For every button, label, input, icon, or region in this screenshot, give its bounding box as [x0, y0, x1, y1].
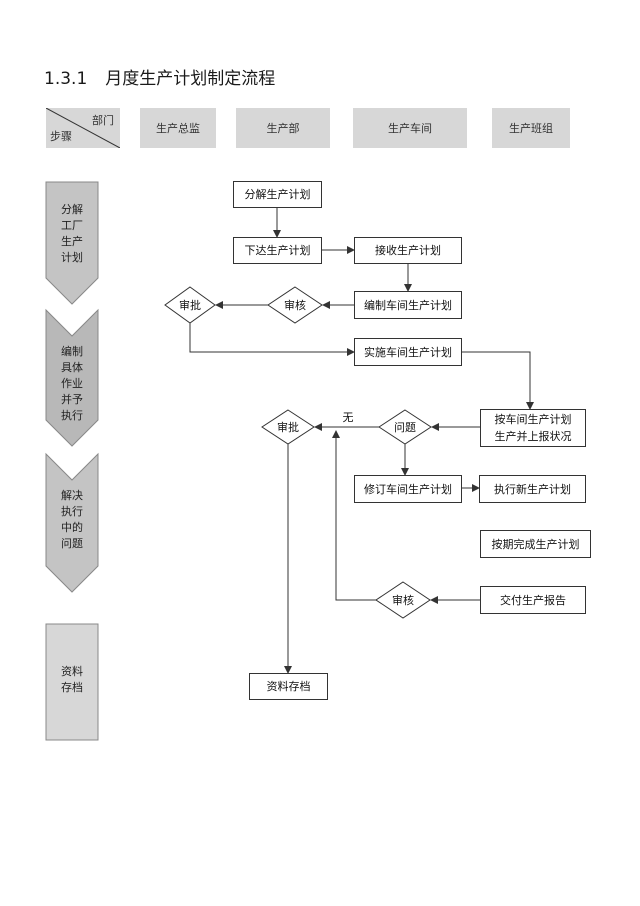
step-label-2: 编制 具体 作业 并予 执行 [61, 345, 83, 422]
section-number: 1.3.1 [44, 69, 88, 89]
diamond-label-approve-2: 审批 [277, 421, 299, 434]
diamond-label-review-2: 审核 [392, 594, 414, 607]
step-label-1: 分解 工厂 生产 计划 [61, 203, 83, 264]
box-archive: 资料存档 [249, 673, 328, 700]
header-corner-cell: 部门 步骤 [46, 108, 120, 148]
box-issue-plan: 下达生产计划 [233, 237, 322, 264]
edge-approve-implement [189, 323, 355, 356]
step-shape-3 [45, 452, 99, 593]
box-deliver-report: 交付生产报告 [480, 586, 586, 614]
edge-label-none: 无 [342, 411, 354, 424]
box-revise-workshop-plan: 修订车间生产计划 [354, 475, 462, 503]
box-complete-on-schedule: 按期完成生产计划 [480, 530, 591, 558]
box-compile-workshop-plan: 编制车间生产计划 [354, 291, 462, 319]
header-column-workshop: 生产车间 [353, 108, 467, 148]
box-produce-and-report: 按车间生产计划 生产并上报状况 [480, 409, 586, 447]
diamond-label-problem: 问题 [394, 421, 416, 434]
step-label-3: 解决 执行 中的 问题 [61, 489, 83, 550]
diamond-review-2 [375, 581, 431, 619]
box-decompose-plan: 分解生产计划 [233, 181, 322, 208]
diamond-label-review-1: 审核 [284, 299, 306, 312]
step-shape-2 [45, 308, 99, 447]
diamond-review-1 [267, 286, 323, 324]
step-shape-1 [45, 181, 99, 305]
header-column-director: 生产总监 [140, 108, 216, 148]
step-shape-4 [45, 623, 99, 741]
page-title: 1.3.1 月度生产计划制定流程 [44, 64, 275, 89]
box-receive-plan: 接收生产计划 [354, 237, 462, 264]
header-column-production-dept: 生产部 [236, 108, 330, 148]
box-execute-new-plan: 执行新生产计划 [479, 475, 586, 503]
corner-label-department: 部门 [92, 114, 114, 127]
header-column-team: 生产班组 [492, 108, 570, 148]
diamond-label-approve-1: 审批 [179, 299, 201, 312]
corner-diagonal [46, 108, 120, 148]
edge-review-approve-2 [332, 430, 376, 601]
corner-label-step: 步骤 [50, 130, 72, 143]
box-implement-workshop-plan: 实施车间生产计划 [354, 338, 462, 366]
section-title: 月度生产计划制定流程 [105, 69, 276, 89]
step-label-4: 资料 存档 [61, 665, 83, 694]
edge-implement-check [462, 351, 534, 410]
